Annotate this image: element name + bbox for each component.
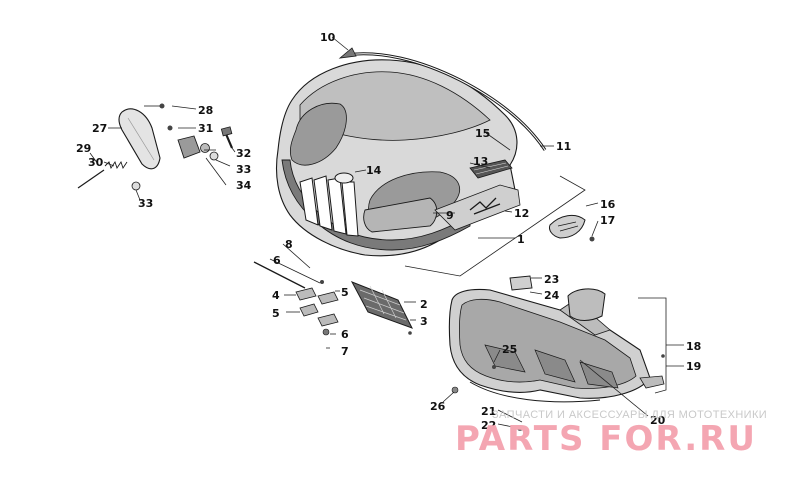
callout-6a: 5 <box>272 307 280 320</box>
callout-10: 10 <box>320 31 336 44</box>
screen-and-brackets <box>253 261 414 336</box>
callout-27: 27 <box>92 122 107 135</box>
callout-21: 21 <box>481 405 496 418</box>
spring <box>104 160 128 170</box>
callout-12: 12 <box>514 207 529 220</box>
hood-emblem <box>334 172 354 184</box>
hood-decal <box>469 197 501 215</box>
storage-tray <box>448 275 667 431</box>
hood-side-panel <box>434 184 521 231</box>
callout-18: 18 <box>686 340 701 353</box>
callout-23: 23 <box>544 273 559 286</box>
watermark-caption: ЗАПЧАСТИ И АКСЕССУАРЫ ДЛЯ МОТОТЕХНИКИ <box>492 409 767 421</box>
callout-8: 7 <box>341 345 349 358</box>
callout-34: 34 <box>236 179 252 192</box>
watermark: ЗАПЧАСТИ И АКСЕССУАРЫ ДЛЯ МОТОТЕХНИКИ PA… <box>455 409 767 459</box>
callout-28: 28 <box>198 104 213 117</box>
callout-14: 14 <box>366 164 382 177</box>
callout-19: 19 <box>686 360 701 373</box>
assembly-bracket <box>404 175 586 277</box>
callout-6b: 6 <box>341 328 349 341</box>
hood-assembly <box>275 59 521 257</box>
hood-top-surface <box>299 71 491 141</box>
callout-25: 25 <box>502 343 517 356</box>
callout-20: 20 <box>650 414 666 427</box>
callout-4: 3 <box>420 315 428 328</box>
callout-32: 32 <box>236 147 251 160</box>
callout-13: 13 <box>473 155 488 168</box>
callout-2: 9 <box>446 209 454 222</box>
callout-29: 29 <box>76 142 91 155</box>
callout-26: 26 <box>430 400 446 413</box>
trim-clip <box>338 47 357 59</box>
callout-33a: 33 <box>236 163 251 176</box>
callout-33b: 33 <box>138 197 153 210</box>
hood-grille <box>299 175 359 237</box>
callout-31: 31 <box>198 122 213 135</box>
side-deflector <box>77 103 234 191</box>
callout-11: 11 <box>556 140 571 153</box>
callout-16: 16 <box>600 198 616 211</box>
callout-24: 24 <box>544 289 560 302</box>
hood-latch <box>549 214 595 242</box>
hood-left-recess <box>289 102 347 166</box>
leader-lines <box>89 36 684 429</box>
hood-vent <box>469 159 513 179</box>
callout-1: 1 <box>517 233 525 246</box>
callout-labels: 1 9 2 3 4 5 5 6 6 7 8 10 11 12 13 14 15 … <box>76 31 701 432</box>
callout-30: 30 <box>88 156 104 169</box>
callout-3: 2 <box>420 298 428 311</box>
hood-headlight <box>363 197 438 233</box>
callout-5b: 5 <box>341 286 349 299</box>
callout-5a: 4 <box>272 289 280 302</box>
callout-17: 17 <box>600 214 615 227</box>
watermark-brand: PARTS FOR.RU <box>455 419 757 459</box>
callout-22: 22 <box>481 419 496 432</box>
callout-15: 15 <box>475 127 490 140</box>
callout-7: 6 <box>273 254 281 267</box>
callout-9: 8 <box>285 238 293 251</box>
